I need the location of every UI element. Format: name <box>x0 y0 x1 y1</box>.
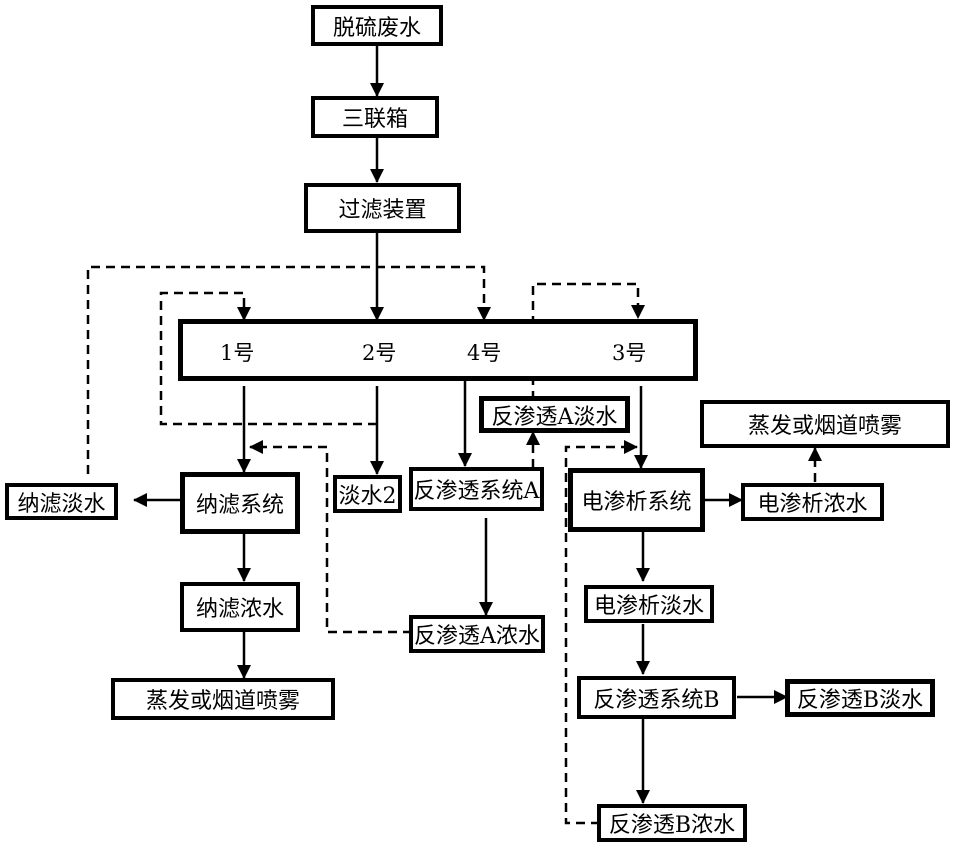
node-ed-system: 电渗析系统 <box>568 468 705 532</box>
node-ro-system-a: 反渗透系统A <box>409 467 544 511</box>
node-ro-a-permeate: 反渗透A淡水 <box>479 396 630 433</box>
edge-port2-to-port1 <box>159 291 377 426</box>
node-ro-a-concentrate: 反渗透A浓水 <box>409 615 545 653</box>
edge-nfpermeate-to-port4 <box>86 265 491 474</box>
node-distribution-hub <box>178 319 698 381</box>
node-nf-concentrate: 纳滤浓水 <box>180 582 300 632</box>
node-ed-dilute: 电渗析淡水 <box>584 585 714 623</box>
edge-robconc-to-ed <box>564 440 638 825</box>
hub-port-1: 1号 <box>220 341 255 365</box>
node-ro-b-permeate: 反渗透B淡水 <box>785 679 935 717</box>
node-filter-device: 过滤装置 <box>304 183 461 233</box>
node-desulfurization-wastewater: 脱硫废水 <box>311 5 443 46</box>
node-ro-system-b: 反渗透系统B <box>577 676 736 719</box>
hub-port-4: 4号 <box>467 341 502 365</box>
node-evaporation-right: 蒸发或烟道喷雾 <box>700 400 950 448</box>
hub-port-2: 2号 <box>362 341 397 365</box>
node-fresh-water-2: 淡水2 <box>333 475 402 513</box>
node-nf-system: 纳滤系统 <box>180 472 300 534</box>
edge-roapermeate-to-port3 <box>531 282 645 400</box>
edge-roaconc-to-nf <box>249 440 412 634</box>
node-nf-permeate: 纳滤淡水 <box>5 483 118 520</box>
node-ro-b-concentrate: 反渗透B浓水 <box>597 804 747 842</box>
node-evaporation-left: 蒸发或烟道喷雾 <box>111 678 335 720</box>
node-ed-concentrate: 电渗析浓水 <box>741 483 884 521</box>
hub-port-3: 3号 <box>612 341 647 365</box>
node-triple-tank: 三联箱 <box>311 96 439 138</box>
